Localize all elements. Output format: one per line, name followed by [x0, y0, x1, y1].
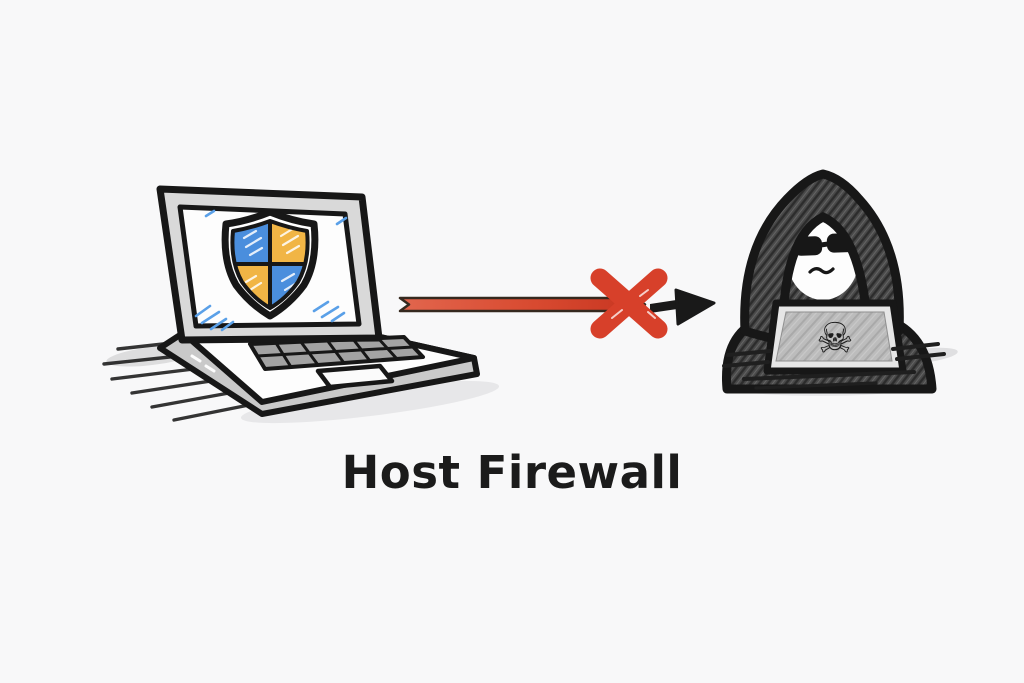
block-x-highlights	[611, 289, 656, 319]
block-x-icon	[590, 268, 668, 339]
shield-icon	[221, 208, 319, 320]
firewall-beam	[398, 296, 647, 313]
laptop-trackpad	[315, 363, 395, 390]
arrow-icon	[650, 288, 716, 326]
skull-icon: ☠	[816, 314, 854, 363]
hacker-mouth	[808, 267, 835, 275]
table-lines	[722, 342, 946, 390]
protected-laptop	[156, 185, 480, 417]
hacker-laptop: ☠	[763, 299, 907, 375]
blocked-connection	[398, 268, 716, 339]
screen-hatch-lines	[194, 209, 348, 332]
hacker-figure: ☠	[721, 169, 946, 394]
hood-inner-edge	[778, 212, 872, 323]
caption-text: Host Firewall	[342, 446, 683, 499]
laptop-ports	[190, 354, 216, 373]
